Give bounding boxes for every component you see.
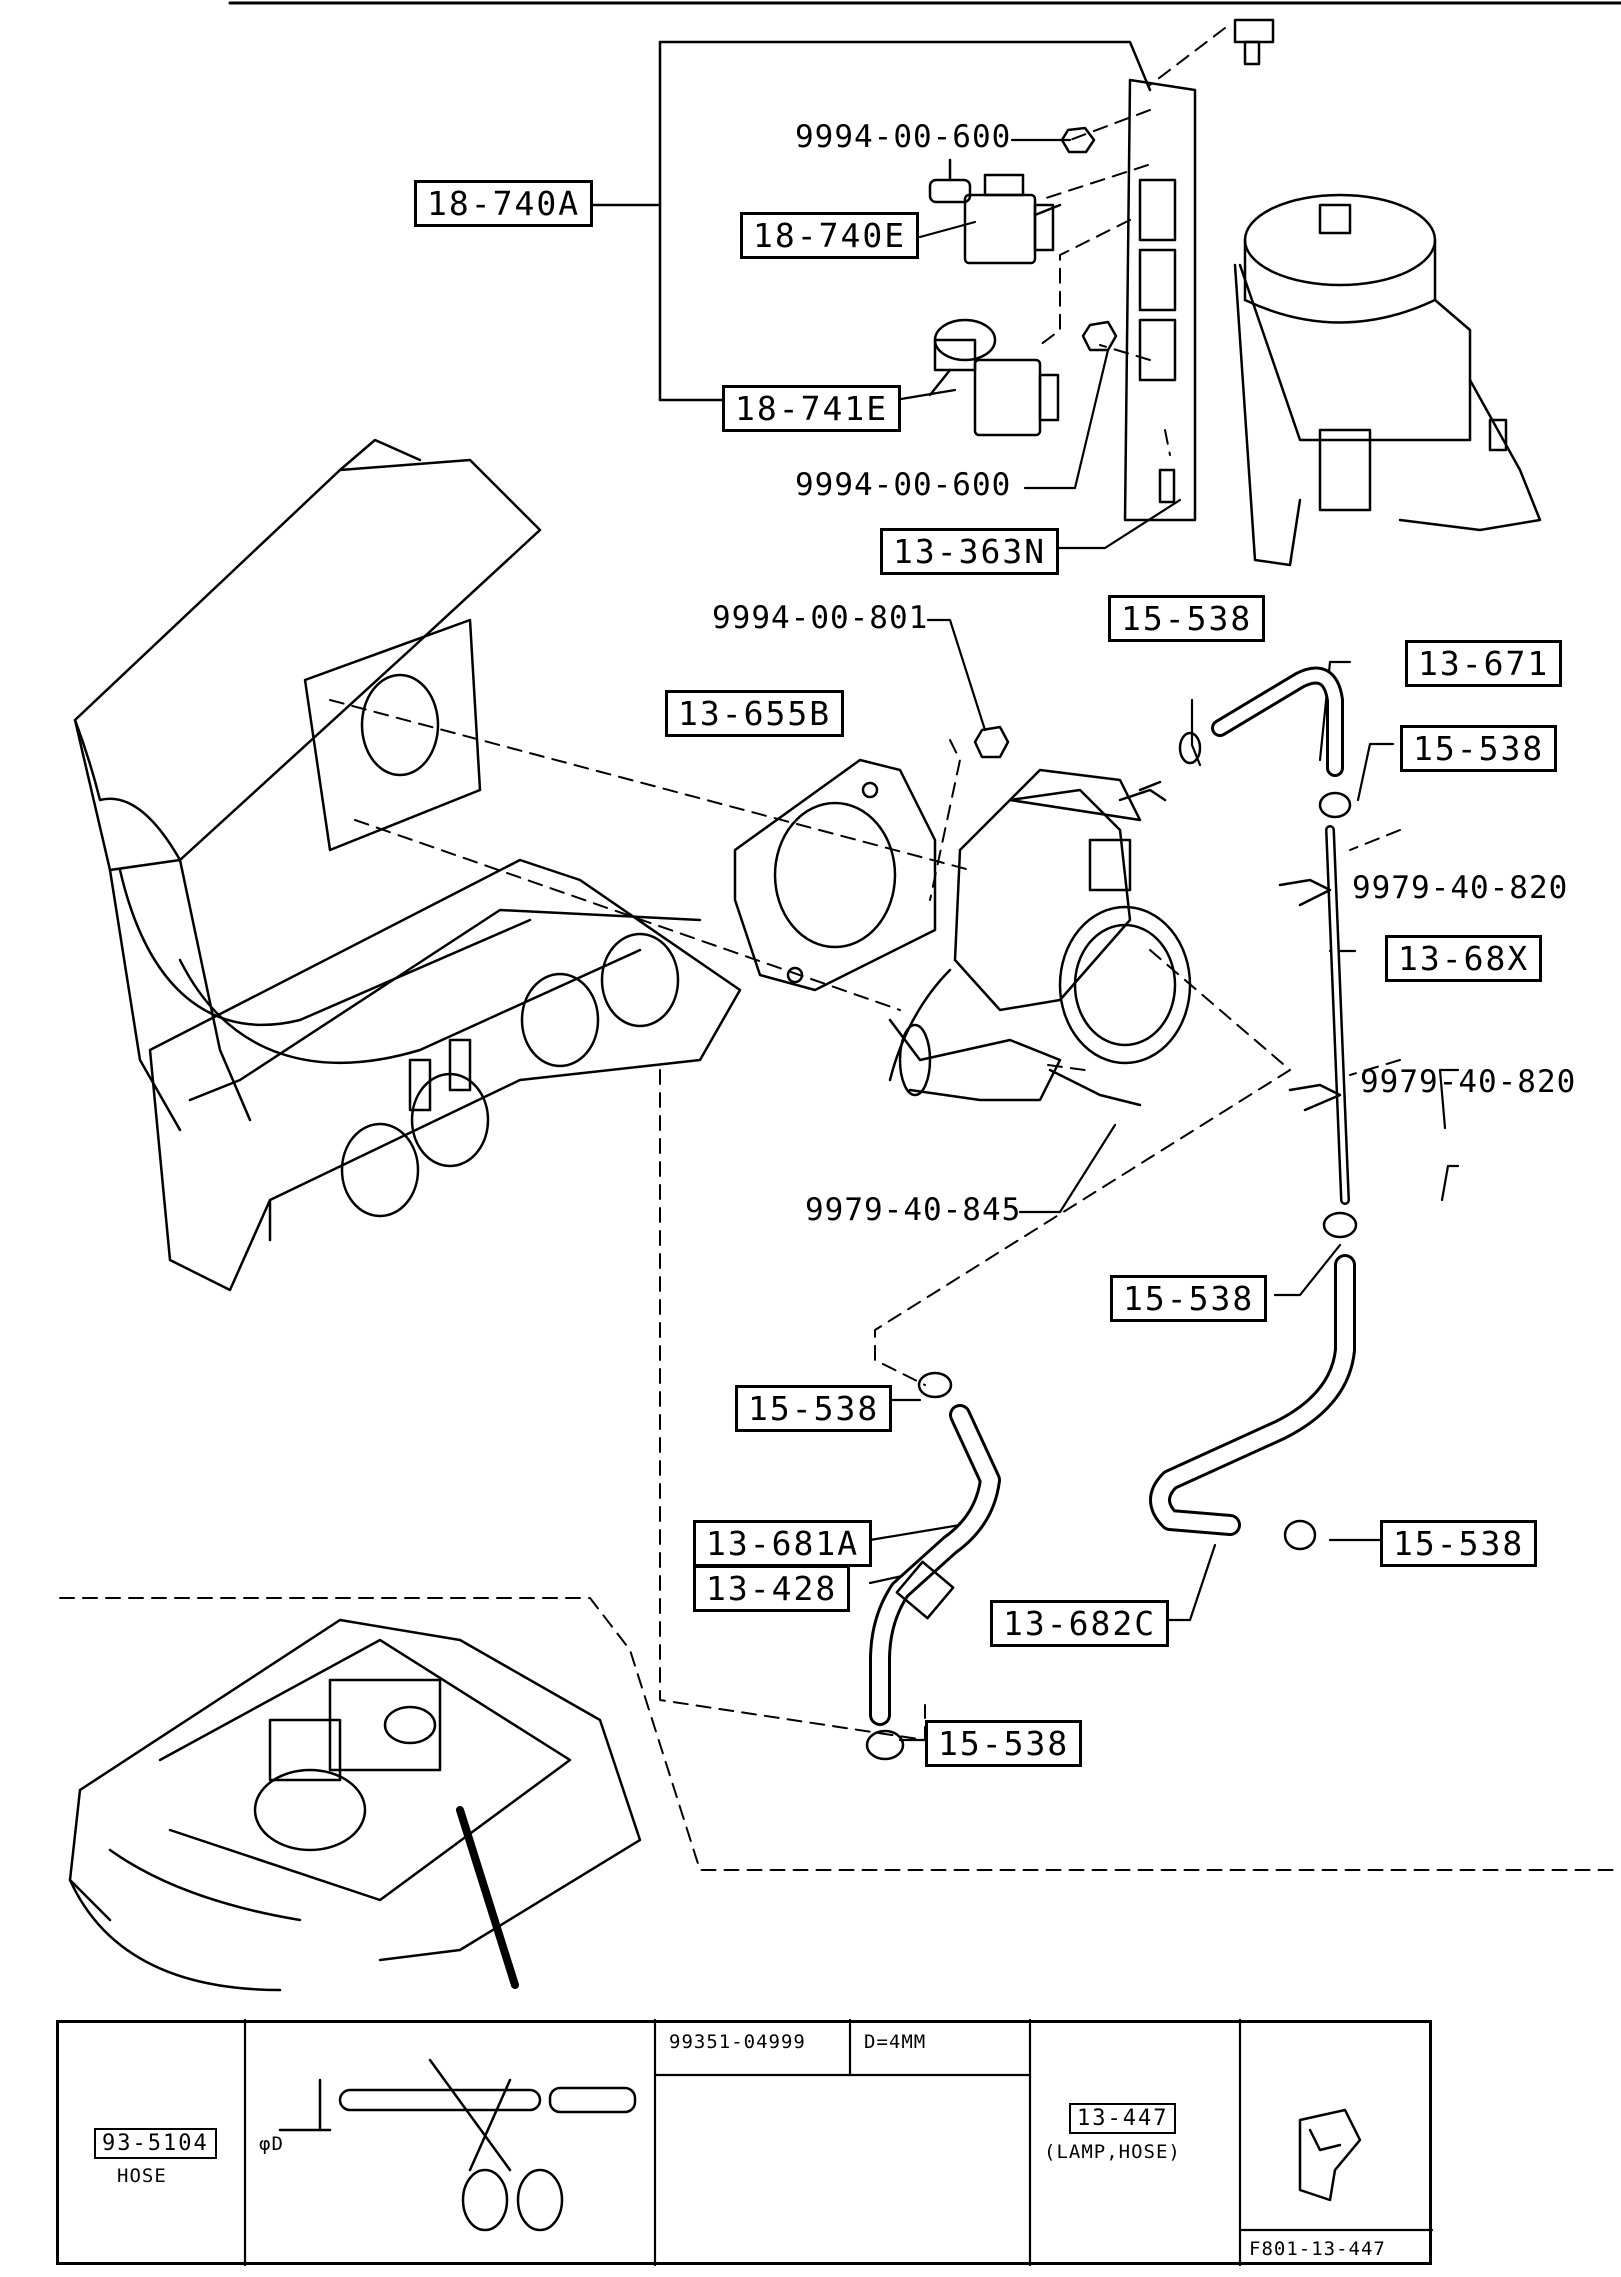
dashed-assembly-lines	[59, 27, 1621, 1871]
callout-13-68x: 13-68X	[1385, 935, 1543, 982]
callout-13-671: 13-671	[1405, 640, 1563, 687]
parts-info-table: 93-5104 HOSE φD 99351-04999 D=4MM 13-447…	[56, 2020, 1432, 2265]
charcoal-canister	[1233, 193, 1542, 567]
callout-13-655b: 13-655B	[665, 690, 845, 737]
valve-18-740e	[928, 158, 1062, 265]
engine-bay-inset	[68, 1618, 642, 1992]
phi-d-label: φD	[259, 2133, 284, 2155]
callout-13-363n: 13-363N	[880, 528, 1060, 575]
hose-13-671	[1178, 666, 1344, 777]
hose-13-682c	[1149, 1211, 1358, 1551]
clamp-label: (LAMP,HOSE)	[1044, 2141, 1181, 2163]
hose-cutting-illustration	[278, 2058, 637, 2232]
callout-15-538-right-1: 15-538	[1400, 725, 1558, 772]
gasket-13-655b	[733, 758, 937, 992]
fasteners	[973, 18, 1275, 759]
hose-label: HOSE	[117, 2165, 167, 2187]
clamp-illustration	[1298, 2108, 1362, 2202]
pipe-13-68x	[1278, 791, 1352, 1205]
callout-15-538-mid: 15-538	[1110, 1275, 1268, 1322]
part-number-9994-00-600-a: 9994-00-600	[795, 119, 1012, 155]
part-no-cell: 99351-04999	[669, 2031, 806, 2053]
table-grid	[243, 2018, 1434, 2267]
leader-lines	[868, 138, 1460, 1742]
throttle-body	[888, 768, 1192, 1107]
callout-13-428: 13-428	[693, 1565, 851, 1612]
callout-15-538-top: 15-538	[1108, 595, 1266, 642]
hose-code: 93-5104	[94, 2128, 217, 2160]
callout-13-681a: 13-681A	[693, 1520, 873, 1567]
dimension-cell: D=4MM	[864, 2031, 927, 2053]
callout-15-538-left: 15-538	[735, 1385, 893, 1432]
part-number-9979-40-820-b: 9979-40-820	[1360, 1064, 1577, 1100]
hose-13-681a	[865, 1371, 1001, 1761]
callout-15-538-bottom: 15-538	[925, 1720, 1083, 1767]
figure-code: F801-13-447	[1249, 2238, 1386, 2260]
part-number-9994-00-801: 9994-00-801	[712, 600, 929, 636]
part-number-9994-00-600-b: 9994-00-600	[795, 467, 1012, 503]
valve-18-741e	[928, 318, 1060, 437]
callout-18-740e: 18-740E	[740, 212, 920, 259]
callout-18-741e: 18-741E	[722, 385, 902, 432]
part-number-9979-40-845: 9979-40-845	[805, 1192, 1022, 1228]
intake-manifold	[73, 438, 742, 1292]
hose-code-cell: 93-5104	[94, 2128, 217, 2160]
callout-13-682c: 13-682C	[990, 1600, 1170, 1647]
clamp-code: 13-447	[1069, 2103, 1177, 2135]
callout-15-538-right-2: 15-538	[1380, 1520, 1538, 1567]
callout-18-740a: 18-740A	[414, 180, 594, 227]
part-number-9979-40-820-a: 9979-40-820	[1352, 870, 1569, 906]
clamp-code-cell: 13-447	[1069, 2103, 1177, 2135]
mounting-plate	[1123, 78, 1197, 522]
bracket-18-740a-group	[580, 40, 1152, 402]
